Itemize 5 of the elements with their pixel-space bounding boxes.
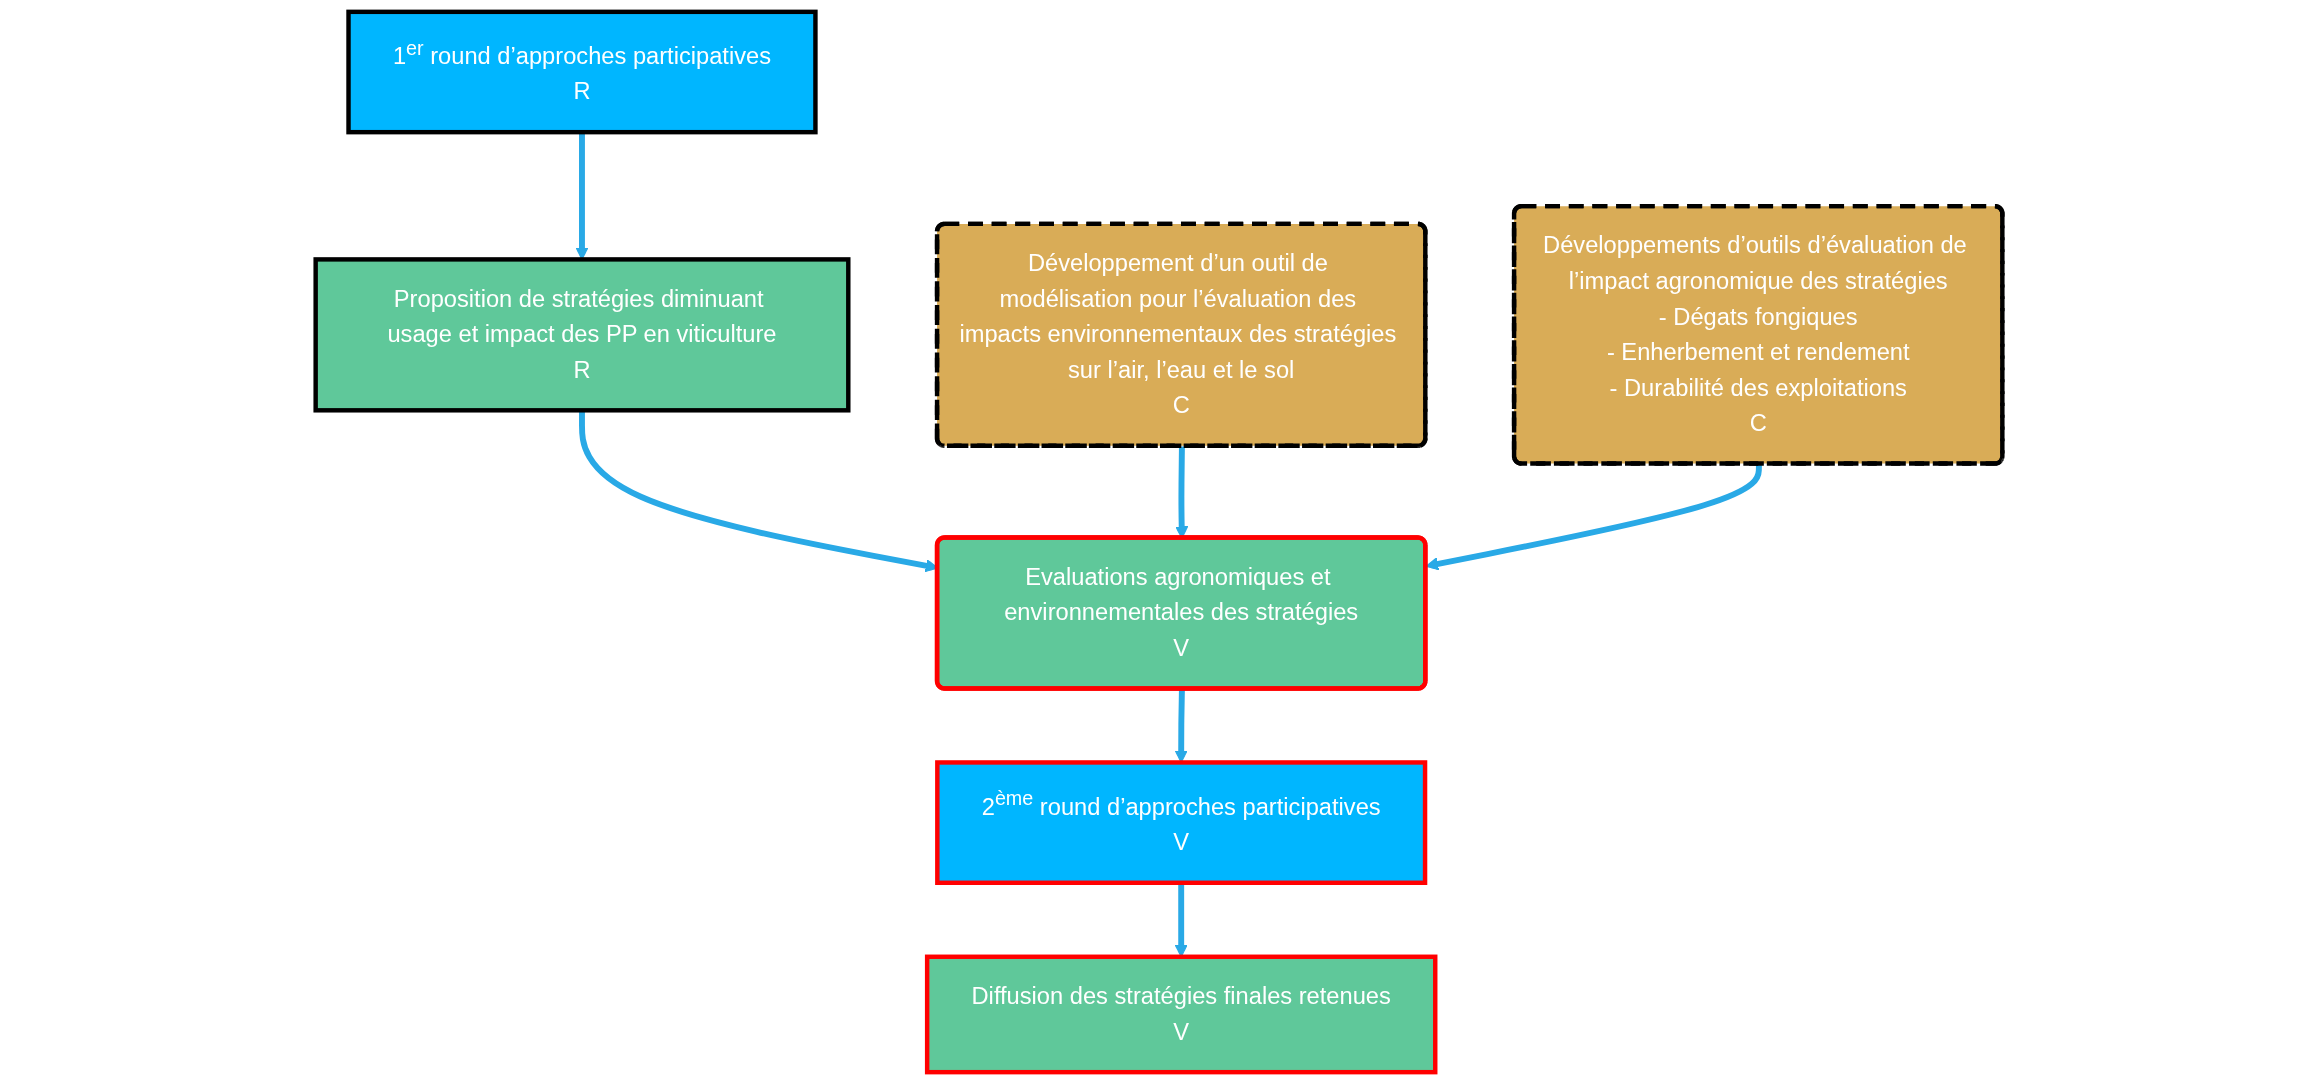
node-box: 1$^{er}$ round d’approches participatives R [346, 9, 818, 135]
arrow [575, 132, 589, 260]
node-box: Diffusion des stratégies finales retenues V [924, 954, 1438, 1075]
node-box: Proposition de stratégies diminuant usage et impact des PP en viticulture R [313, 257, 851, 413]
node-box: 2$^{ème}$ round d’approches participatives V [935, 760, 1428, 885]
